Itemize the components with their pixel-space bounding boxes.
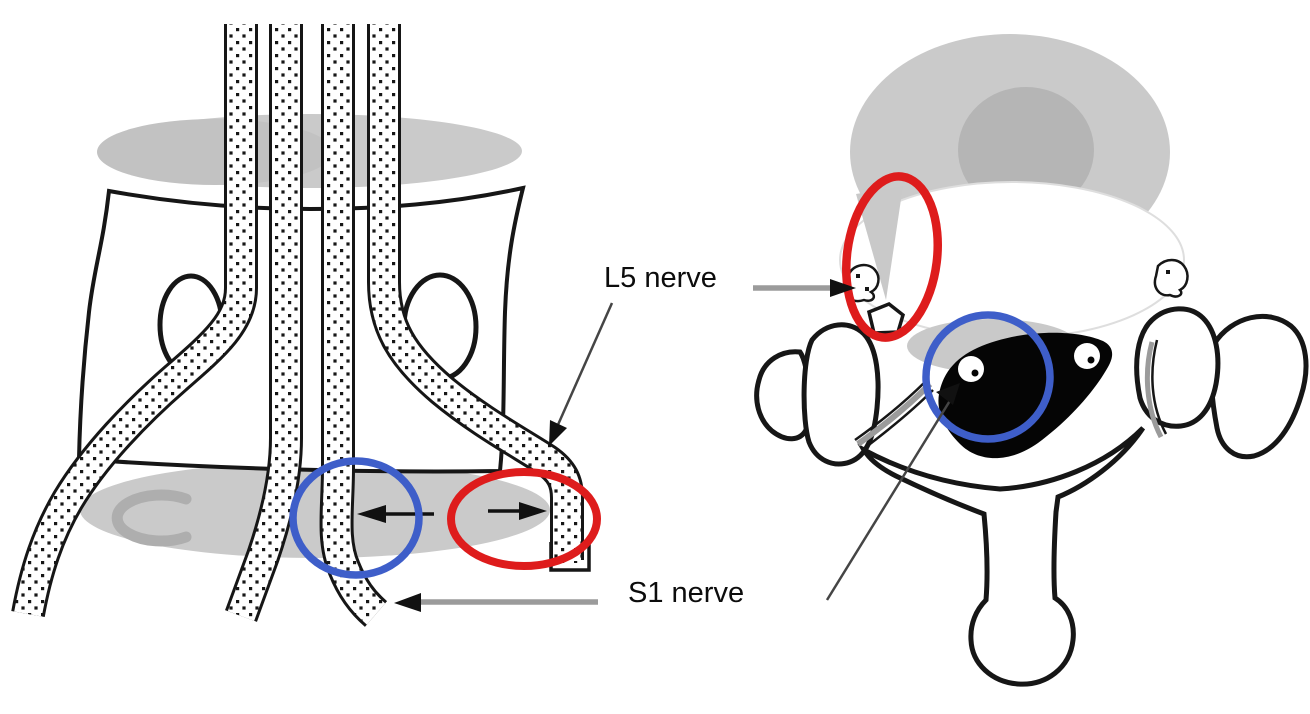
s1-nerve-label: S1 nerve	[628, 577, 744, 609]
blue-highlight-circle-coronal	[289, 457, 423, 579]
right-transverse-process	[1208, 313, 1309, 460]
l5-band-end-cap	[549, 542, 591, 572]
disc-nucleus	[958, 87, 1094, 213]
left-articular-process	[801, 322, 881, 467]
lamina-spinous-process	[857, 426, 1146, 687]
traversing-root-left	[958, 356, 984, 382]
traversing-root-right	[1074, 343, 1100, 369]
nerve-root-band-1-fill	[14, 24, 255, 617]
inferior-disc	[80, 462, 550, 558]
blue-highlight-circle-axial	[922, 311, 1054, 443]
s1-pointer-line-axial	[825, 398, 953, 601]
left-arrowhead-icon	[357, 505, 386, 523]
l5-pointer-line-coronal	[555, 302, 614, 428]
right-articular-process	[1134, 306, 1221, 429]
nerve-root-band-2-fill	[227, 24, 300, 621]
recess-arrow	[357, 505, 434, 523]
l5-pointer-arrowhead-coronal	[549, 420, 567, 446]
nerve-root-band-s1-fill	[322, 24, 386, 625]
s1-pointer-arrowhead-axial	[936, 383, 960, 405]
root-sleeve	[866, 302, 906, 335]
s1-pointer-arrowhead-coronal	[394, 593, 421, 612]
coronal-view-panel	[11, 24, 601, 627]
axial-view-panel	[754, 34, 1309, 687]
annotations: L5 nerve S1 nerve	[394, 262, 960, 612]
disc-wedge	[856, 186, 903, 300]
posterior-elements	[754, 306, 1309, 687]
inferior-disc-shade	[111, 489, 192, 547]
facet-joints	[854, 339, 1168, 451]
right-arrowhead-icon	[519, 502, 547, 520]
traversing-root-left-dot	[971, 369, 979, 377]
traversing-root-right-dot	[1087, 356, 1095, 364]
exiting-nerve-root-right	[1153, 258, 1189, 298]
left-transverse-process	[754, 349, 812, 442]
foramen-arrow	[488, 502, 547, 520]
red-highlight-circle-coronal	[447, 468, 601, 570]
red-highlight-circle-axial	[842, 172, 942, 342]
l5-pointer-arrowhead-axial	[830, 279, 856, 297]
l5-nerve-label: L5 nerve	[604, 262, 717, 294]
